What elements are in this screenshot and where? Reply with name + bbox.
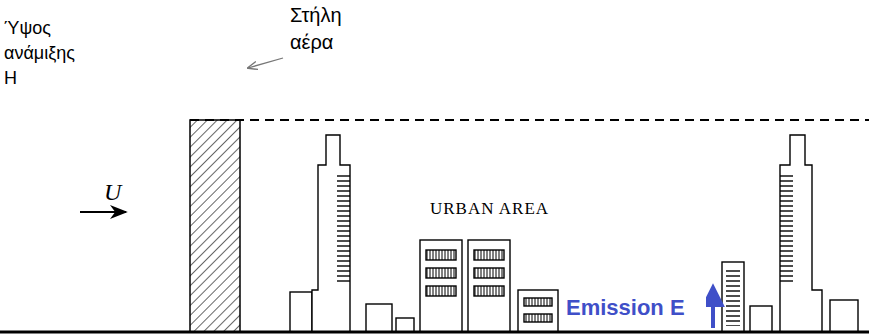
ground-line xyxy=(0,331,869,334)
mixing-height-label: Ύψος ανάμιξης H xyxy=(4,16,88,91)
wind-arrow xyxy=(80,211,126,213)
air-column xyxy=(190,120,240,332)
air-column-label: Στήλη αέρα xyxy=(290,2,362,56)
area-label: URBAN AREA xyxy=(430,198,610,220)
mixing-height-line xyxy=(190,119,869,121)
emission-label: Emission E xyxy=(566,294,706,322)
buildings xyxy=(290,135,858,332)
emission-arrow xyxy=(711,288,715,328)
leader-line xyxy=(248,58,283,68)
wind-label: U xyxy=(104,178,134,206)
